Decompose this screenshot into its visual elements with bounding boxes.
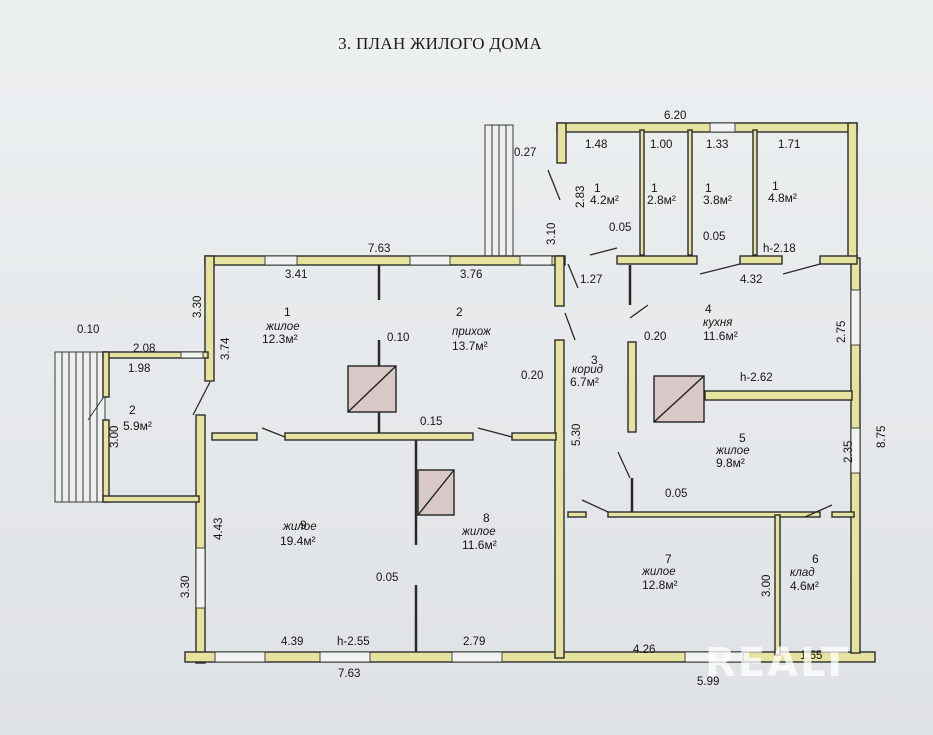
room-area: 19.4м² <box>280 534 316 548</box>
dim-label: 6.20 <box>664 110 686 122</box>
room-area: 11.6м² <box>703 329 738 343</box>
dim-label: 4.32 <box>740 274 762 286</box>
room-number: 2 <box>129 403 136 417</box>
upper-stairs <box>484 124 514 261</box>
dim-label: 2.79 <box>463 636 485 648</box>
room-number: 1 <box>594 181 601 195</box>
dim-label: 8.75 <box>876 426 888 448</box>
room-area: 2.8м² <box>647 193 676 207</box>
windows <box>180 122 861 663</box>
dim-label: 3.74 <box>220 337 232 360</box>
room-name: жилое <box>282 521 317 533</box>
room-number: 1 <box>651 181 658 195</box>
dim-label: 4.39 <box>281 636 303 648</box>
dim-label: 0.27 <box>514 147 536 159</box>
room-name: кухня <box>703 317 732 329</box>
dim-label: 2.75 <box>836 321 848 343</box>
room-number: 1 <box>772 179 779 193</box>
room-number: 7 <box>665 552 672 566</box>
dim-label: 2.83 <box>575 186 587 208</box>
room-name: клад <box>790 567 815 579</box>
entrance-stairs <box>54 351 106 503</box>
room-name: жилое <box>641 566 676 578</box>
dim-label: 0.05 <box>665 488 687 500</box>
room-area: 3.8м² <box>703 193 732 207</box>
dim-label: 0.20 <box>521 370 543 382</box>
dim-label: h-2.55 <box>337 636 370 648</box>
room-number: 1 <box>705 181 712 195</box>
room-name: жилое <box>265 321 300 333</box>
room-number: 6 <box>812 552 819 566</box>
dim-label: h-2.62 <box>740 372 773 384</box>
room-area: 12.3м² <box>262 332 298 346</box>
dim-label: 1.33 <box>706 139 728 151</box>
room-area: 4.6м² <box>790 579 819 593</box>
room-number: 2 <box>456 305 463 319</box>
dim-label: 7.63 <box>368 243 390 255</box>
dim-label: 5.30 <box>571 424 583 446</box>
stoves <box>347 365 705 516</box>
room-number: 3 <box>591 353 598 367</box>
room-area: 13.7м² <box>452 339 488 353</box>
room-number: 4 <box>705 302 712 316</box>
plan-title: 3. ПЛАН ЖИЛОГО ДОМА <box>338 34 542 53</box>
dim-label: 0.05 <box>609 222 631 234</box>
room-name: корид <box>572 364 603 376</box>
dim-label: 3.00 <box>761 575 773 597</box>
room-labels: 1 4.2м² 1 2.8м² 1 3.8м² 1 4.8м² 1 жилое … <box>123 179 819 593</box>
dim-label: 2.35 <box>843 441 855 463</box>
room-number: 9 <box>300 518 307 532</box>
dim-label: 1.71 <box>778 139 800 151</box>
door-swings <box>192 169 833 518</box>
dim-label: 4.43 <box>213 518 225 540</box>
watermark-logo: REALT <box>705 640 851 686</box>
dim-label: 7.63 <box>338 668 360 680</box>
dim-label: 3.10 <box>546 223 558 245</box>
dim-label: 4.26 <box>633 644 655 656</box>
room-area: 6.7м² <box>570 375 599 389</box>
dim-label: 0.05 <box>703 231 725 243</box>
dim-label: 0.10 <box>77 324 99 336</box>
dim-label: 3.00 <box>109 426 121 448</box>
dim-label: 2.08 <box>133 343 155 355</box>
room-name: жилое <box>461 526 496 538</box>
room-number: 5 <box>739 431 746 445</box>
dim-label: 3.30 <box>180 576 192 598</box>
dim-label: 5.99 <box>697 676 719 688</box>
dimension-labels: 6.20 0.27 1.48 1.00 1.33 1.71 2.83 3.10 … <box>77 110 888 688</box>
dim-label: 3.76 <box>460 269 482 281</box>
dim-label: 0.15 <box>420 416 442 428</box>
room-area: 4.2м² <box>590 193 619 207</box>
dim-label: 1.00 <box>650 139 672 151</box>
dim-label: 0.10 <box>387 332 409 344</box>
room-name: жилое <box>715 445 750 457</box>
room-area: 9.8м² <box>716 456 745 470</box>
room-number: 8 <box>483 511 490 525</box>
room-area: 5.9м² <box>123 419 152 433</box>
dim-label: 1.27 <box>580 274 602 286</box>
walls <box>102 122 876 664</box>
room-name: прихож <box>452 326 492 338</box>
dim-label: 0.05 <box>376 572 398 584</box>
dim-label: 1.48 <box>585 139 607 151</box>
dim-label: h-2.18 <box>763 243 796 255</box>
room-number: 1 <box>284 305 291 319</box>
thin-partitions <box>377 265 634 652</box>
room-area: 11.6м² <box>462 538 497 552</box>
room-area: 12.8м² <box>642 578 678 592</box>
dim-label: 1.55 <box>800 650 822 662</box>
dim-label: 1.98 <box>128 363 150 375</box>
room-area: 4.8м² <box>768 191 797 205</box>
dim-label: 0.20 <box>644 331 666 343</box>
dim-label: 3.41 <box>285 269 307 281</box>
dim-label: 3.30 <box>192 296 204 318</box>
